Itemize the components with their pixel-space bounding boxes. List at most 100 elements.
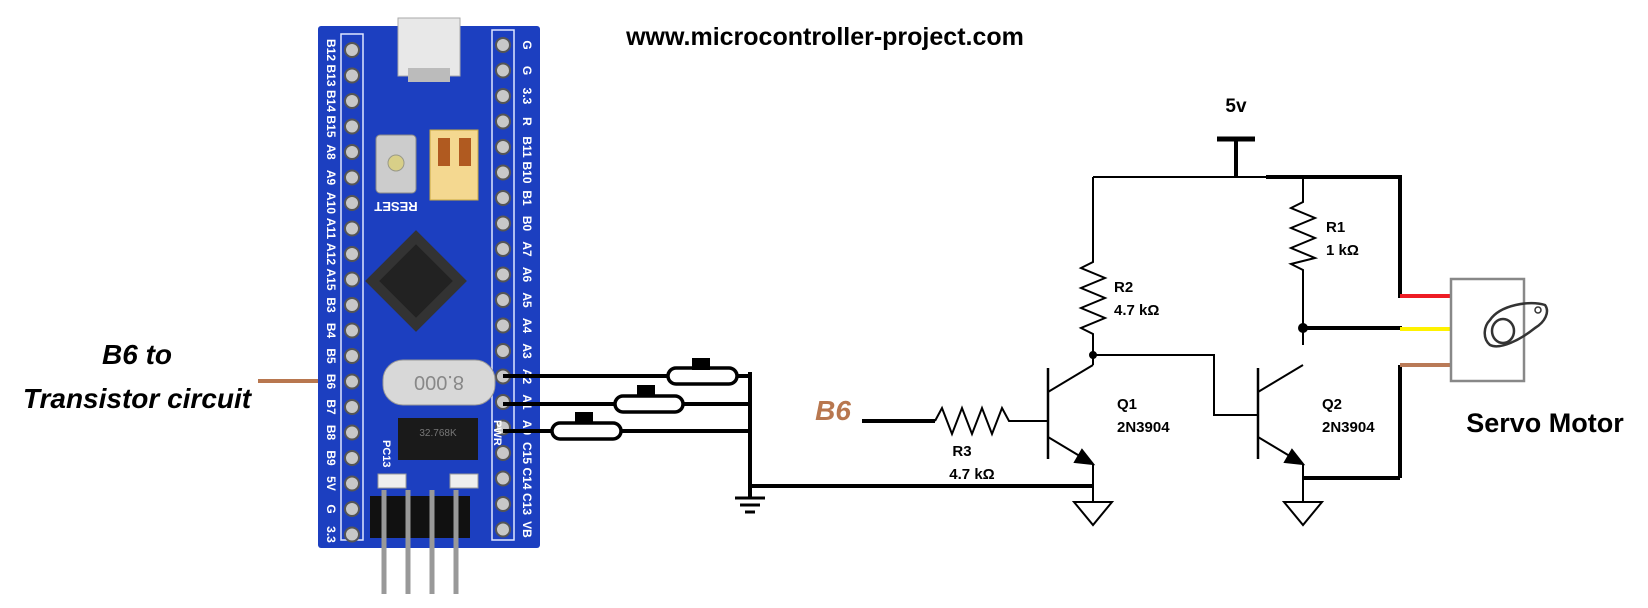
left-pin-b3 [344, 297, 360, 313]
wire-resistor-a0 [550, 421, 623, 441]
left-pin-b12 [344, 42, 360, 58]
right-pin-vb [495, 521, 511, 538]
right-pin-b10 [495, 164, 511, 181]
right-pin-label: B11 [520, 136, 534, 158]
right-pin-g [495, 37, 511, 53]
left-pin-label: B4 [324, 323, 338, 339]
rtc-crystal-label: 32.768K [419, 428, 457, 439]
left-pin-label: A8 [324, 144, 338, 160]
ground-icon [1071, 501, 1115, 527]
right-pin-label: C15 [520, 442, 534, 464]
right-pin-a4 [495, 317, 511, 334]
r2-value: 4.7 kΩ [1114, 302, 1159, 319]
crystal-label: 8.000 [414, 371, 464, 393]
resistor-r3 [934, 405, 1048, 437]
annotation-line1: B6 to [102, 339, 172, 370]
right-pin-label: A6 [520, 267, 534, 283]
crystal-8mhz [382, 359, 496, 406]
right-pin-label: G [520, 40, 534, 49]
q1-part: 2N3904 [1117, 419, 1170, 436]
mcu-chip [379, 244, 453, 318]
left-pin-label: B3 [324, 297, 338, 313]
right-pin-label: A0 [520, 420, 534, 436]
left-pin-label: B6 [324, 374, 338, 390]
led-label-pwr: PWR [491, 420, 503, 446]
right-pin-b11 [495, 139, 511, 155]
q2-name: Q2 [1322, 396, 1342, 413]
left-pin-label: A15 [324, 268, 338, 290]
r2-name: R2 [1114, 279, 1133, 296]
left-pin-b6 [344, 373, 360, 390]
servo-horn-icon [1483, 301, 1549, 348]
left-pin-label: B8 [324, 425, 338, 441]
left-pin-label: 3.3 [324, 526, 338, 543]
right-pin-label: B10 [520, 161, 534, 183]
led-pc13 [377, 473, 407, 489]
q2-part: 2N3904 [1322, 419, 1375, 436]
wire-resistor-a1 [613, 394, 685, 414]
left-pin-b9 [344, 450, 360, 466]
resistor-r1 [1288, 177, 1319, 345]
left-pin-a9 [344, 169, 360, 186]
right-pin-3-3 [495, 88, 511, 104]
right-pin-label: C13 [520, 493, 534, 515]
programming-header [370, 490, 470, 594]
earth-ground-icon [735, 496, 765, 514]
left-pin-label: B14 [324, 90, 338, 112]
right-pin-label: 3.3 [520, 88, 534, 105]
resistor-r2 [1078, 177, 1108, 365]
right-pin-a3 [495, 343, 511, 359]
right-pin-label: A7 [520, 241, 534, 257]
supply-label: 5v [1225, 96, 1247, 117]
left-pin-label: A11 [324, 218, 338, 240]
left-pin-label: 5V [324, 476, 338, 491]
rtc-crystal [398, 418, 478, 460]
left-pin-b13 [344, 67, 360, 84]
transistor-circuit: 5v [862, 96, 1454, 527]
left-pin-label: A12 [324, 243, 338, 265]
right-pin-label: VB [520, 521, 534, 538]
input-label-b6: B6 [815, 395, 851, 426]
usb-pins [408, 68, 450, 82]
left-pin-3-3 [344, 526, 360, 543]
left-pin-b5 [344, 348, 360, 364]
pin-wires [503, 358, 1093, 498]
left-pin-b15 [344, 118, 360, 135]
servo-body [1449, 277, 1526, 383]
right-pin-label: R [520, 117, 534, 126]
right-pin-label: C14 [520, 467, 534, 489]
led-label-pc13: PC13 [380, 440, 392, 468]
left-pin-a10 [344, 195, 360, 211]
left-pin-label: B7 [324, 399, 338, 415]
right-pin-c13 [495, 496, 511, 512]
left-pin-5v [344, 475, 360, 492]
left-pin-b7 [344, 399, 360, 415]
reset-button-cap [387, 154, 405, 172]
left-pin-label: B9 [324, 450, 338, 466]
right-pin-a7 [495, 241, 511, 257]
left-pin-label: B15 [324, 115, 338, 137]
left-pin-g [344, 501, 360, 517]
usb-connector [397, 17, 461, 77]
jumper-boot0 [438, 138, 450, 166]
right-pin-a6 [495, 266, 511, 283]
servo-label: Servo Motor [1466, 408, 1624, 438]
right-pin-c15 [495, 445, 511, 461]
jumper-boot1 [459, 138, 471, 166]
right-pin-label: G [520, 66, 534, 75]
right-header-outline [491, 29, 515, 541]
left-pin-b4 [344, 322, 360, 339]
left-pin-label: A9 [324, 170, 338, 186]
annotation-line2: Transistor circuit [23, 383, 253, 414]
right-pin-label: A3 [520, 343, 534, 359]
left-pin-a11 [344, 220, 360, 237]
left-pin-label: G [324, 504, 338, 513]
led-pwr [449, 473, 479, 489]
right-pin-a5 [495, 292, 511, 308]
left-pin-b8 [344, 424, 360, 441]
left-pin-label: B13 [324, 64, 338, 86]
right-pin-b1 [495, 190, 511, 206]
q1-name: Q1 [1117, 396, 1137, 413]
